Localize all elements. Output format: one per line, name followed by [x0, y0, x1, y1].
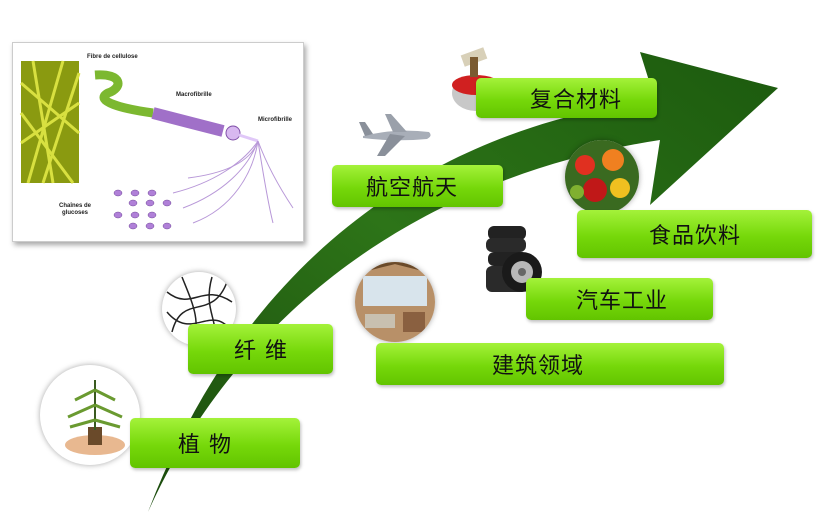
stage-label-construction: 建筑领域 — [376, 343, 724, 385]
vegetables-icon — [565, 140, 639, 214]
stage-label-fiber: 纤 维 — [188, 324, 333, 374]
stage-label-automotive: 汽车工业 — [526, 278, 713, 320]
house-interior-icon — [355, 262, 435, 342]
microfibrille-label: Microfibrille — [258, 117, 293, 123]
stage-label-text: 汽车工业 — [576, 289, 669, 314]
stage-label-text: 食品饮料 — [649, 224, 742, 249]
glucose-chains-label: Chaînes de glucoses — [59, 203, 91, 217]
stage-label-aerospace: 航空航天 — [332, 165, 503, 207]
stage-label-text: 纤 维 — [234, 339, 288, 364]
airplane-icon — [355, 108, 435, 160]
stage-label-composites: 复合材料 — [476, 78, 657, 118]
stage-label-text: 植 物 — [178, 433, 232, 458]
cellulose-structure-figure: Fibre de cellulose Macrofibrille Microfi… — [12, 42, 304, 242]
chains-line2: glucoses — [62, 210, 89, 216]
plant-in-hand-icon — [40, 365, 140, 465]
stage-label-food: 食品饮料 — [577, 210, 812, 258]
fibre-label: Fibre de cellulose — [87, 54, 138, 60]
stage-label-text: 建筑领域 — [492, 354, 585, 379]
stage-label-text: 航空航天 — [366, 176, 459, 201]
stage-label-text: 复合材料 — [530, 88, 623, 113]
macrofibrille-label: Macrofibrille — [176, 92, 212, 98]
chains-line1: Chaînes de — [59, 203, 92, 209]
stage-label-plant: 植 物 — [130, 418, 300, 468]
